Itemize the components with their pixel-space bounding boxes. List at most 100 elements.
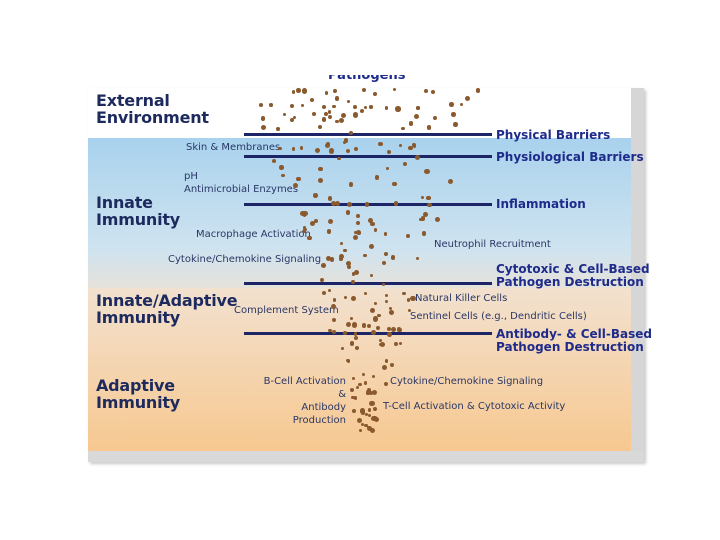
barrier-label-physiological: Physiological Barriers — [496, 151, 644, 164]
pathogen-dot — [421, 196, 424, 199]
pathogen-dot — [332, 318, 336, 322]
pathogen-dot — [335, 120, 339, 124]
pathogen-dot — [326, 142, 330, 146]
pathogen-dot — [363, 254, 366, 257]
pathogen-dot — [328, 115, 332, 119]
pathogen-dot — [394, 201, 399, 206]
pathogen-dot — [427, 203, 431, 207]
pathogen-dot — [332, 105, 335, 108]
pathogen-dot — [435, 217, 440, 222]
pathogen-dot — [410, 296, 415, 301]
barrier-line-physical — [244, 133, 492, 136]
pathogen-dot — [451, 112, 456, 117]
pathogen-dot — [374, 302, 377, 305]
pathogen-dot — [333, 298, 337, 302]
pathogen-dot — [350, 317, 353, 320]
pathogen-dot — [370, 222, 375, 227]
pathogen-dot — [349, 182, 354, 187]
pathogen-dot — [424, 169, 430, 175]
right-item-tcell: T-Cell Activation & Cytotoxic Activity — [383, 400, 565, 413]
pathogen-dot — [331, 304, 336, 309]
pathogen-dot — [321, 263, 326, 268]
pathogen-dot — [328, 196, 333, 201]
pathogen-dot — [362, 323, 366, 327]
pathogen-dot — [279, 165, 284, 170]
pathogen-dot — [369, 401, 374, 406]
pathogen-dot — [347, 202, 352, 207]
pathogen-dot — [427, 125, 431, 129]
pathogens-title-cropped: Pathogens — [300, 75, 420, 87]
pathogen-dot — [261, 116, 266, 121]
right-item-sentinel: Sentinel Cells (e.g., Dendritic Cells) — [410, 310, 587, 323]
right-item-cytokine: Cytokine/Chemokine Signaling — [390, 375, 543, 388]
pathogen-dot — [322, 117, 327, 122]
pathogen-dot — [353, 112, 358, 117]
zone-label-innate-adaptive: Innate/Adaptive Immunity — [96, 292, 237, 326]
pathogen-dot — [318, 167, 322, 171]
left-item-cytokine: Cytokine/Chemokine Signaling — [168, 253, 321, 266]
pathogen-dot — [391, 255, 396, 260]
pathogen-dot — [375, 175, 379, 179]
pathogen-dot — [346, 261, 351, 266]
pathogen-dot — [350, 388, 354, 392]
pathogen-dot — [351, 296, 356, 301]
pathogen-dot — [364, 106, 367, 109]
pathogen-dot — [272, 159, 276, 163]
pathogen-dot — [322, 291, 326, 295]
pathogen-dot — [333, 89, 338, 94]
barrier-label-cytotoxic: Cytotoxic & Cell-Based Pathogen Destruct… — [496, 263, 650, 289]
pathogen-dot — [290, 118, 294, 122]
pathogen-dot — [407, 298, 411, 302]
pathogen-dot — [374, 228, 377, 231]
pathogen-dot — [332, 330, 336, 334]
pathogen-dot — [352, 272, 355, 275]
pathogen-dot — [367, 388, 371, 392]
pathogen-dot — [328, 110, 331, 113]
pathogen-dot — [327, 229, 332, 234]
pathogen-dot — [356, 221, 360, 225]
pathogen-dot — [369, 244, 374, 249]
pathogen-dot — [354, 336, 358, 340]
pathogen-dot — [281, 174, 284, 177]
pathogen-dot — [402, 292, 406, 296]
pathogen-dot — [349, 131, 353, 135]
pathogen-dot — [356, 386, 359, 389]
pathogen-dot — [423, 212, 428, 217]
pathogen-dot — [391, 327, 396, 332]
pathogen-dot — [453, 122, 458, 127]
left-item-bcell: B-Cell Activation & Antibody Production — [256, 375, 346, 427]
pathogen-dot — [350, 341, 355, 346]
pathogen-dot — [395, 106, 400, 111]
pathogen-dot — [352, 322, 357, 327]
pathogen-dot — [387, 332, 392, 337]
pathogen-dot — [408, 146, 413, 151]
barrier-line-cytotoxic — [244, 282, 492, 285]
pathogen-dot — [259, 103, 263, 107]
pathogen-dot — [303, 226, 306, 229]
pathogens-title: Pathogens — [328, 75, 405, 83]
pathogen-dot — [343, 141, 346, 144]
pathogen-dot — [329, 148, 334, 153]
pathogen-dot — [352, 409, 356, 413]
pathogen-dot — [419, 218, 422, 221]
zone-label-adaptive: Adaptive Immunity — [96, 377, 180, 411]
pathogen-dot — [269, 103, 273, 107]
pathogen-dot — [426, 196, 431, 201]
pathogen-dot — [313, 193, 318, 198]
pathogen-dot — [382, 365, 387, 370]
pathogen-dot — [355, 346, 359, 350]
pathogen-dot — [322, 105, 326, 109]
pathogen-dot — [406, 234, 410, 238]
barrier-label-physical: Physical Barriers — [496, 129, 610, 142]
zone-label-external: External Environment — [96, 92, 209, 126]
frame-bottom-edge — [88, 451, 644, 462]
pathogen-dot — [356, 214, 360, 218]
pathogen-dot — [312, 112, 316, 116]
pathogen-dot — [307, 236, 312, 241]
barrier-label-inflammation: Inflammation — [496, 198, 586, 211]
pathogen-dot — [373, 416, 377, 420]
pathogen-dot — [310, 98, 314, 102]
right-item-neutrophil: Neutrophil Recruitment — [434, 238, 551, 251]
right-item-nk-cells: Natural Killer Cells — [415, 292, 507, 305]
